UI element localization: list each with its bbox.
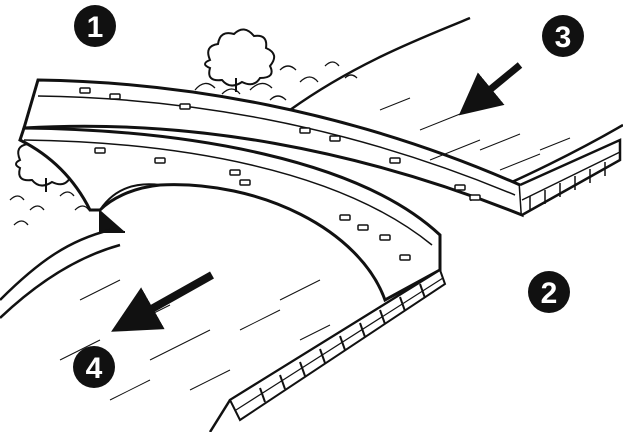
arrow-left-down-icon: [458, 62, 523, 116]
marker-4: 4: [73, 346, 115, 388]
outer-bank-stonework: [228, 268, 447, 422]
svg-text:1: 1: [87, 11, 104, 44]
bush-top-icon: [204, 28, 276, 92]
deck-bricks: [79, 87, 481, 261]
svg-text:4: 4: [86, 352, 103, 385]
marker-3: 3: [542, 15, 584, 57]
inner-bank-arch: [18, 126, 442, 303]
svg-text:3: 3: [555, 21, 572, 54]
bridge-deck: [21, 78, 622, 218]
marker-2: 2: [528, 271, 570, 313]
arrow-left-down-icon: [111, 271, 214, 332]
marker-1: 1: [74, 5, 116, 47]
svg-text:2: 2: [541, 277, 558, 310]
